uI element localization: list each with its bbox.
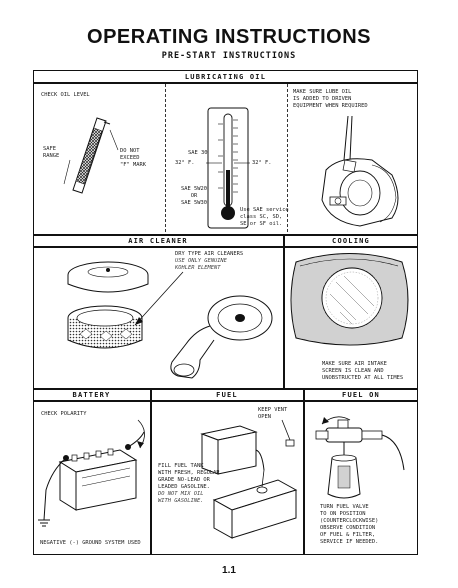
divider <box>33 82 418 84</box>
divider <box>283 234 285 388</box>
lubricating-oil-header: LUBRICATING OIL <box>184 73 267 81</box>
instruction-sheet <box>33 70 418 555</box>
ground-note: NEGATIVE (-) GROUND SYSTEM USED <box>40 540 141 546</box>
divider <box>33 388 418 390</box>
keep-vent-note: KEEP VENT OPEN <box>258 407 288 420</box>
temp-left-label: 32° F. <box>175 160 195 166</box>
divider <box>33 234 418 236</box>
no-oil-mix-note: DO NOT MIX OIL WITH GASOLINE. <box>158 491 204 504</box>
cooling-header: COOLING <box>332 237 370 245</box>
sae30-label: SAE 30 <box>188 150 208 156</box>
temp-right-label: 32° F. <box>252 160 272 166</box>
check-oil-label: CHECK OIL LEVEL <box>41 92 90 98</box>
air-cleaner-note: DRY TYPE AIR CLEANERS <box>175 251 244 257</box>
divider <box>303 388 305 555</box>
dashed-divider <box>287 84 288 232</box>
safe-range-label: SAFE RANGE <box>43 146 60 159</box>
page-number: 1.1 <box>222 565 236 576</box>
air-cleaner-element-note: USE ONLY GENUINE KOHLER ELEMENT <box>175 258 227 271</box>
page-subtitle: PRE-START INSTRUCTIONS <box>161 51 297 61</box>
sae-lower-label: SAE 5W20 OR SAE 5W30 <box>181 186 207 206</box>
page-title: OPERATING INSTRUCTIONS <box>87 26 371 48</box>
gear-oil-note: MAKE SURE LUBE OIL IS ADDED TO DRIVEN EQ… <box>293 89 368 109</box>
fill-fuel-note: FILL FUEL TANK WITH FRESH, REGULAR GRADE… <box>158 463 220 490</box>
divider <box>33 400 418 402</box>
check-polarity-label: CHECK POLARITY <box>41 411 87 417</box>
oil-service-note: Use SAE service class SC, SD, SE or SF o… <box>240 207 289 227</box>
cooling-note: MAKE SURE AIR INTAKE SCREEN IS CLEAN AND… <box>322 361 404 381</box>
do-not-exceed-label: DO NOT EXCEED "F" MARK <box>120 148 146 168</box>
fuel-on-header: FUEL ON <box>342 391 380 399</box>
fuel-on-note: TURN FUEL VALVE TO ON POSITION (COUNTERC… <box>320 504 379 545</box>
divider <box>33 246 418 248</box>
air-cleaner-header: AIR CLEANER <box>128 237 188 245</box>
battery-header: BATTERY <box>72 391 111 399</box>
dashed-divider <box>165 84 166 232</box>
divider <box>150 388 152 555</box>
fuel-header: FUEL <box>216 391 238 399</box>
